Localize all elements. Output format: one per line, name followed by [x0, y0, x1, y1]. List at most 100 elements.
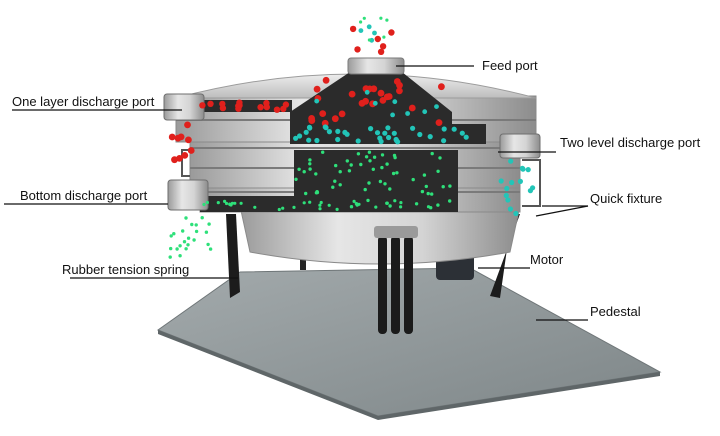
particle-224: [178, 254, 182, 258]
particle-150: [436, 169, 440, 173]
particle-199: [253, 205, 257, 209]
particle-5: [338, 110, 346, 118]
particle-149: [364, 155, 369, 159]
particle-118: [359, 162, 363, 167]
vibration-motor-rods: [374, 226, 418, 334]
particle-195: [318, 207, 322, 211]
particle-99: [520, 166, 526, 172]
particle-181: [327, 203, 331, 207]
particle-60: [385, 125, 391, 131]
particle-214: [204, 230, 209, 234]
particle-205: [169, 234, 173, 238]
particle-144: [391, 171, 396, 176]
particle-189: [318, 203, 322, 207]
particle-165: [308, 167, 312, 171]
particle-163: [367, 150, 372, 154]
particle-81: [314, 137, 320, 144]
particle-173: [392, 153, 397, 158]
particle-201: [393, 199, 397, 203]
particle-197: [308, 200, 312, 204]
particle-161: [372, 155, 377, 159]
particle-83: [463, 134, 469, 140]
particle-175: [277, 207, 281, 212]
particle-223: [194, 223, 198, 227]
particle-71: [355, 138, 361, 144]
particle-184: [223, 199, 227, 203]
particle-114: [366, 24, 372, 30]
particle-67: [368, 126, 374, 132]
particle-166: [363, 187, 367, 192]
particle-20: [348, 90, 356, 98]
particle-91: [434, 104, 439, 109]
particle-147: [414, 202, 419, 206]
particle-14: [358, 99, 366, 107]
particle-167: [448, 199, 452, 203]
particle-192: [319, 200, 323, 205]
particle-155: [380, 153, 385, 157]
particle-217: [192, 238, 196, 242]
particle-108: [525, 167, 531, 173]
particle-191: [292, 205, 296, 209]
leader-lines: [4, 65, 589, 321]
particle-146: [354, 202, 359, 206]
particle-142: [426, 191, 430, 196]
particle-212: [181, 229, 185, 233]
particle-87: [441, 138, 447, 144]
particle-140: [383, 182, 387, 186]
particle-69: [293, 135, 299, 141]
particle-76: [326, 129, 332, 135]
particle-225: [178, 244, 182, 248]
particle-202: [302, 201, 306, 205]
particle-55: [335, 136, 341, 143]
particle-162: [294, 177, 298, 181]
particle-21: [308, 117, 316, 124]
particle-178: [205, 200, 209, 205]
particle-90: [364, 89, 370, 95]
particle-95: [422, 109, 428, 115]
particle-106: [507, 206, 513, 212]
particle-82: [417, 131, 423, 138]
particle-62: [303, 129, 309, 135]
particle-231: [359, 20, 363, 24]
particle-11: [435, 119, 443, 126]
particle-221: [190, 222, 194, 227]
particle-117: [438, 156, 442, 160]
particle-36: [219, 104, 227, 112]
particle-97: [513, 210, 519, 217]
particle-180: [216, 201, 220, 205]
particle-75: [307, 125, 313, 131]
rubber-tension-spring-label: Rubber tension spring: [62, 262, 189, 277]
particle-222: [168, 255, 172, 259]
particle-73: [342, 129, 348, 135]
particle-77: [297, 133, 303, 139]
particle-210: [208, 247, 213, 251]
particle-198: [399, 205, 403, 209]
motor-label: Motor: [530, 252, 564, 267]
particle-157: [371, 167, 375, 171]
particle-159: [385, 162, 389, 166]
particle-28: [199, 102, 206, 109]
one-layer-discharge-port-label: One layer discharge port: [12, 94, 155, 109]
particle-216: [175, 247, 179, 251]
particle-123: [349, 163, 353, 167]
particle-40: [184, 121, 191, 129]
particle-226: [194, 229, 199, 234]
particle-131: [388, 204, 392, 208]
particle-85: [459, 130, 465, 136]
bottom-discharge-port-label: Bottom discharge port: [20, 188, 148, 203]
particle-121: [430, 151, 434, 156]
particle-25: [408, 104, 416, 112]
particle-109: [509, 179, 515, 186]
particle-143: [378, 179, 383, 184]
particle-207: [169, 246, 173, 251]
particle-33: [236, 102, 243, 109]
particle-116: [367, 181, 371, 185]
particle-68: [382, 130, 388, 136]
particle-209: [200, 216, 204, 220]
particle-168: [321, 150, 325, 154]
pedestal-label: Pedestal: [590, 304, 641, 319]
particle-72: [427, 134, 433, 140]
particle-203: [202, 202, 206, 207]
particle-170: [430, 192, 434, 196]
particle-148: [366, 198, 370, 203]
